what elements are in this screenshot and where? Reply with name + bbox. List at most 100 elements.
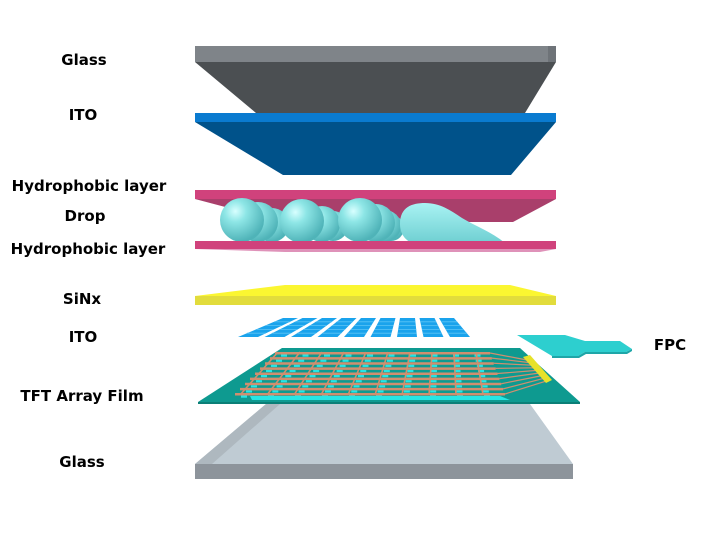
tft-pixel-pad: [480, 380, 487, 383]
tft-pixel-pad: [333, 375, 340, 378]
tft-pixel-pad: [351, 390, 358, 393]
tft-pixel-pad: [454, 364, 460, 367]
tft-pixel-pad: [430, 390, 437, 393]
fpc-body: [517, 335, 632, 356]
tft-pixel-pad: [379, 385, 386, 388]
tft-data-line: [320, 351, 345, 396]
tft-data-line: [475, 351, 484, 396]
glass-bottom-layer: [195, 404, 573, 479]
ito-top-layer: [195, 113, 556, 175]
label-hydrophobic-bottom: Hydrophobic layer: [10, 240, 166, 258]
drops: [220, 198, 505, 245]
tft-fanout-line: [493, 362, 533, 366]
tft-data-line: [453, 351, 457, 396]
tft-data-line: [347, 351, 367, 396]
tft-pixel-pad: [431, 359, 438, 362]
tft-pixel-pad: [261, 375, 267, 378]
tft-pixel-pad: [455, 380, 462, 383]
tft-pixel-pad: [431, 354, 438, 357]
label-drop: Drop: [64, 207, 106, 225]
tft-pixel-pad: [407, 369, 414, 373]
drop: [220, 198, 264, 242]
tft-pixel-pad: [475, 359, 482, 362]
glass-top-edge-shade: [548, 46, 556, 62]
tft-pixel-pad: [364, 359, 371, 362]
tft-pixel-pad: [353, 385, 360, 388]
tft-pixel-pad: [474, 354, 481, 357]
tft-pixel-pad: [271, 364, 277, 367]
ito-electrode-strip: [264, 318, 318, 337]
tft-pixel-pad: [320, 359, 327, 362]
ito-top-edge: [195, 113, 556, 122]
tft-pixel-pad: [386, 359, 393, 362]
tft-pixel-pad: [405, 380, 412, 383]
tft-pixel-pad: [430, 380, 437, 383]
tft-pixel-pad: [302, 385, 309, 388]
tft-data-line: [374, 351, 389, 396]
tft-pixel-pad: [305, 380, 312, 383]
tft-pixel-pad: [430, 385, 437, 388]
tft-pixel-pad: [251, 385, 257, 388]
tft-pixel-pad: [478, 369, 485, 373]
ito-electrode-strip: [439, 318, 470, 337]
fpc-edge: [552, 349, 632, 358]
tft-pixel-pad: [336, 369, 343, 373]
tft-bus-line: [250, 396, 510, 400]
hydrophobic-top-edge: [195, 190, 556, 199]
tft-pixel-pad: [456, 390, 463, 393]
hydrophobic-bottom-edge: [195, 241, 556, 249]
tft-pixel-pad: [383, 369, 390, 373]
ito-electrode-strip: [344, 318, 376, 337]
tft-pixel-pad: [309, 375, 316, 378]
tft-pixel-pad: [342, 359, 349, 362]
tft-pixel-pad: [382, 375, 389, 378]
tft-pixel-pad: [298, 390, 305, 393]
ito-electrode-strip: [291, 318, 337, 337]
tft-pixel-pad: [324, 354, 330, 357]
ito-bottom-electrodes: [238, 318, 470, 337]
tft-pixel-pad: [406, 375, 413, 378]
tft-pixel-pad: [476, 364, 483, 367]
fpc: [517, 335, 632, 358]
tft-data-line: [266, 351, 301, 396]
tft-data-line: [401, 351, 411, 396]
tft-film-edge: [198, 402, 580, 404]
tft-pixel-pad: [324, 390, 331, 393]
tft-data-line: [428, 351, 433, 396]
tft-pixel-pad: [453, 359, 460, 362]
tft-pixel-pad: [453, 354, 459, 357]
ito-electrode-strip: [397, 318, 417, 337]
tft-pixel-pad: [298, 359, 305, 362]
tft-pixel-pad: [377, 390, 384, 393]
tft-pixel-pad: [281, 354, 287, 357]
ito-electrode-strip: [370, 318, 396, 337]
tft-array-layer: [198, 348, 580, 404]
tft-pixel-pad: [360, 369, 367, 373]
tft-gate-line: [275, 352, 490, 355]
tft-pixel-pad: [293, 364, 300, 367]
sinx-edge: [195, 296, 556, 305]
glass-bottom-edge: [195, 464, 573, 479]
ito-electrode-strip: [419, 318, 444, 337]
tft-gate-line: [240, 387, 504, 391]
tft-pixel-pad: [380, 380, 387, 383]
tft-pixel-pad: [276, 385, 283, 388]
tft-pixel-pad: [430, 375, 437, 378]
tft-pixel-pad: [454, 369, 461, 373]
tft-pixel-pad: [313, 369, 320, 373]
label-sinx: SiNx: [62, 290, 102, 308]
tft-pixel-pad: [404, 385, 411, 388]
label-glass-top: Glass: [61, 51, 107, 69]
hydrophobic-bottom-layer: [195, 241, 556, 252]
tft-pixel-pad: [481, 385, 488, 388]
tft-fanout-line: [489, 352, 528, 361]
tft-pixel-pad: [403, 390, 410, 393]
tft-fanout-line: [499, 372, 540, 380]
tft-fanout-line: [502, 377, 545, 390]
tft-data-line: [293, 351, 323, 396]
tft-pixel-pad: [430, 369, 437, 373]
tft-pixel-pad: [272, 390, 279, 393]
tft-fanout-line: [497, 369, 538, 375]
tft-pixel-pad: [410, 354, 416, 357]
